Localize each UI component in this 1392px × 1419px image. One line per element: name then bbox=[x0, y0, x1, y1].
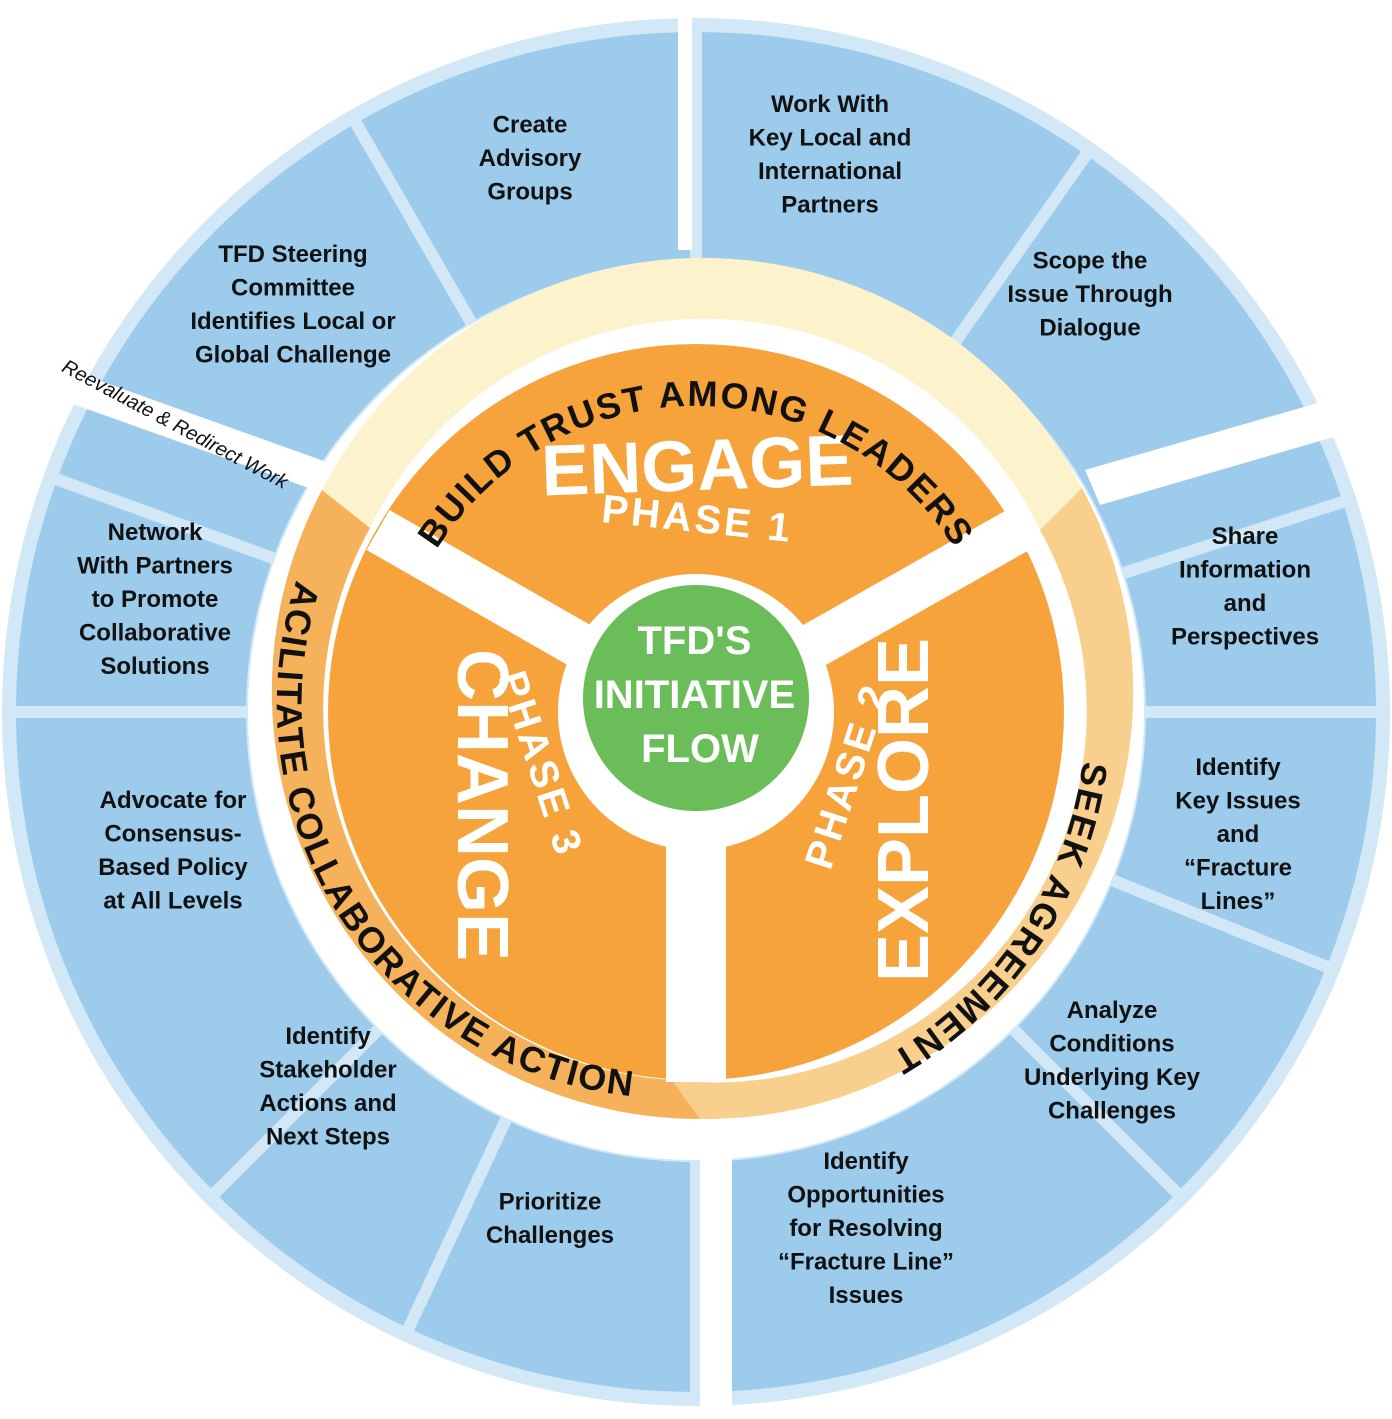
center-line: TFD'S bbox=[637, 619, 751, 663]
step-label-line: Advocate for bbox=[100, 787, 247, 814]
step-label-line: Network bbox=[108, 519, 203, 546]
step-label-line: and bbox=[1217, 821, 1260, 848]
step-label-line: Create bbox=[493, 112, 568, 139]
gap-right bbox=[1085, 385, 1392, 505]
step-label-line: Conditions bbox=[1049, 1030, 1174, 1057]
step-label-line: Stakeholder bbox=[259, 1056, 396, 1083]
step-label-line: Issue Through bbox=[1007, 281, 1172, 308]
center-title: TFD'S INITIATIVE FLOW bbox=[594, 619, 807, 771]
step-label-line: Collaborative bbox=[79, 620, 231, 647]
step-label-line: Next Steps bbox=[266, 1123, 390, 1150]
step-label-line: Challenges bbox=[1048, 1097, 1176, 1124]
step-label-line: With Partners bbox=[77, 553, 233, 580]
step-label-line: Perspectives bbox=[1171, 623, 1319, 650]
step-label-line: Share bbox=[1212, 523, 1279, 550]
segment-divider bbox=[1112, 493, 1355, 582]
step-label-line: Identifies Local or bbox=[190, 308, 395, 335]
segment-divider bbox=[398, 1108, 516, 1340]
step-label-line: Global Challenge bbox=[195, 341, 391, 368]
step-label-line: Challenges bbox=[486, 1222, 614, 1249]
step-label-line: for Resolving bbox=[789, 1215, 942, 1242]
step-label-line: TFD Steering bbox=[218, 241, 367, 268]
step-label-line: and bbox=[1224, 590, 1267, 617]
step-label-line: Scope the bbox=[1033, 248, 1148, 275]
segment-dividers bbox=[6, 22, 1386, 1402]
step-label-line: Consensus- bbox=[104, 820, 241, 847]
segment-divider bbox=[45, 470, 285, 568]
step-label-line: Lines” bbox=[1201, 888, 1276, 915]
step-label-line: Prioritize bbox=[499, 1188, 602, 1215]
ring-arc-build-trust bbox=[322, 257, 1082, 530]
step-label-line: Identify bbox=[823, 1148, 909, 1175]
step-label-line: at All Levels bbox=[103, 887, 242, 914]
step-label-line: Analyze bbox=[1067, 997, 1158, 1024]
segment-divider bbox=[203, 1018, 390, 1205]
step-label-line: Issues bbox=[829, 1282, 904, 1309]
segment-divider bbox=[943, 143, 1097, 356]
step-label-line: Identify bbox=[1195, 754, 1281, 781]
step-label-line: Identify bbox=[285, 1023, 371, 1050]
step-label-line: Advisory bbox=[479, 145, 582, 172]
center-line: INITIATIVE bbox=[594, 673, 795, 717]
gap-top bbox=[678, 0, 692, 250]
segment-divider bbox=[1002, 1018, 1189, 1205]
step-label-line: International bbox=[758, 158, 902, 185]
step-label-line: Actions and bbox=[259, 1090, 396, 1117]
step-label-line: Key Issues bbox=[1175, 788, 1300, 815]
step-label-line: “Fracture bbox=[1184, 855, 1292, 882]
step-label-line: to Promote bbox=[92, 586, 219, 613]
segment-divider bbox=[1101, 871, 1339, 977]
step-label-line: Work With bbox=[771, 91, 889, 118]
phase-name-explore: EXPLORE bbox=[864, 638, 944, 982]
step-label-line: Groups bbox=[487, 179, 572, 206]
segment-divider bbox=[345, 111, 482, 334]
step-label-line: Underlying Key bbox=[1024, 1064, 1201, 1091]
step-label-line: Based Policy bbox=[98, 854, 248, 881]
step-label-line: Committee bbox=[231, 274, 355, 301]
step-label-line: “Fracture Line” bbox=[778, 1249, 954, 1276]
phase-name-engage: ENGAGE bbox=[540, 421, 855, 512]
center-circle bbox=[583, 585, 809, 811]
center-line: FLOW bbox=[641, 727, 759, 771]
ring-arc-facilitate bbox=[271, 490, 700, 1119]
gap-left bbox=[0, 345, 335, 492]
step-label-line: Partners bbox=[781, 191, 878, 218]
ring-arc-seek-agreement bbox=[672, 488, 1134, 1120]
step-label-line: Dialogue bbox=[1039, 315, 1140, 342]
step-label-line: Opportunities bbox=[787, 1182, 944, 1209]
step-label-line: Solutions bbox=[100, 653, 209, 680]
step-label-line: Information bbox=[1179, 556, 1311, 583]
phase-name-change: CHANGE bbox=[442, 649, 522, 961]
step-label-line: Key Local and bbox=[749, 124, 912, 151]
